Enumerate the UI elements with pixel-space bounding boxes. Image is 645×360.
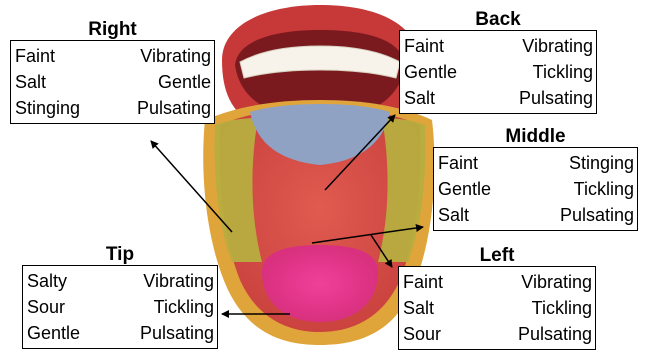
- table-cell: Gentle: [438, 176, 491, 202]
- region-title: Tip: [22, 245, 218, 265]
- region-tip: Tip Salty Vibrating Sour Tickling Gentle Pu…: [22, 245, 218, 349]
- table-cell: Vibrating: [143, 268, 214, 294]
- table-cell: Stinging: [15, 95, 80, 121]
- table-row: Salt Pulsating: [404, 85, 593, 111]
- region-title: Middle: [433, 127, 638, 147]
- table-cell: Sour: [403, 321, 441, 347]
- sensation-table: Faint Vibrating Salt Tickling Sour Pulsatin…: [398, 266, 596, 350]
- table-row: Faint Stinging: [438, 150, 634, 176]
- table-cell: Pulsating: [518, 321, 592, 347]
- table-row: Stinging Pulsating: [15, 95, 211, 121]
- sensation-table: Faint Vibrating Gentle Tickling Salt Pulsat…: [399, 30, 597, 114]
- table-cell: Faint: [404, 33, 444, 59]
- table-cell: Vibrating: [521, 269, 592, 295]
- table-row: Gentle Pulsating: [27, 320, 214, 346]
- table-cell: Sour: [27, 294, 65, 320]
- table-cell: Pulsating: [560, 202, 634, 228]
- table-row: Faint Vibrating: [404, 33, 593, 59]
- table-cell: Gentle: [158, 69, 211, 95]
- table-cell: Salty: [27, 268, 67, 294]
- table-row: Gentle Tickling: [404, 59, 593, 85]
- region-middle: Middle Faint Stinging Gentle Tickling Salt…: [433, 127, 638, 231]
- table-cell: Tickling: [574, 176, 634, 202]
- table-row: Salt Gentle: [15, 69, 211, 95]
- table-cell: Faint: [438, 150, 478, 176]
- table-cell: Salt: [403, 295, 434, 321]
- table-cell: Tickling: [154, 294, 214, 320]
- region-title: Back: [399, 10, 597, 30]
- table-cell: Faint: [15, 43, 55, 69]
- table-cell: Vibrating: [140, 43, 211, 69]
- table-cell: Salt: [15, 69, 46, 95]
- table-row: Salt Tickling: [403, 295, 592, 321]
- region-right: Right Faint Vibrating Salt Gentle Stinging…: [10, 20, 215, 124]
- table-row: Salt Pulsating: [438, 202, 634, 228]
- table-cell: Pulsating: [519, 85, 593, 111]
- table-row: Faint Vibrating: [403, 269, 592, 295]
- table-cell: Pulsating: [140, 320, 214, 346]
- table-cell: Vibrating: [522, 33, 593, 59]
- table-row: Sour Tickling: [27, 294, 214, 320]
- sensation-table: Faint Stinging Gentle Tickling Salt Pulsati…: [433, 147, 638, 231]
- table-row: Sour Pulsating: [403, 321, 592, 347]
- region-title: Right: [10, 20, 215, 40]
- table-row: Gentle Tickling: [438, 176, 634, 202]
- table-cell: Gentle: [27, 320, 80, 346]
- region-back: Back Faint Vibrating Gentle Tickling Salt P…: [399, 10, 597, 114]
- table-cell: Faint: [403, 269, 443, 295]
- table-cell: Salt: [404, 85, 435, 111]
- table-row: Salty Vibrating: [27, 268, 214, 294]
- sensation-table: Salty Vibrating Sour Tickling Gentle Pulsat…: [22, 265, 218, 349]
- table-row: Faint Vibrating: [15, 43, 211, 69]
- table-cell: Salt: [438, 202, 469, 228]
- table-cell: Stinging: [569, 150, 634, 176]
- table-cell: Tickling: [533, 59, 593, 85]
- table-cell: Pulsating: [137, 95, 211, 121]
- region-title: Left: [398, 246, 596, 266]
- table-cell: Tickling: [532, 295, 592, 321]
- sensation-table: Faint Vibrating Salt Gentle Stinging Pulsat…: [10, 40, 215, 124]
- table-cell: Gentle: [404, 59, 457, 85]
- region-left: Left Faint Vibrating Salt Tickling Sour Pul…: [398, 246, 596, 350]
